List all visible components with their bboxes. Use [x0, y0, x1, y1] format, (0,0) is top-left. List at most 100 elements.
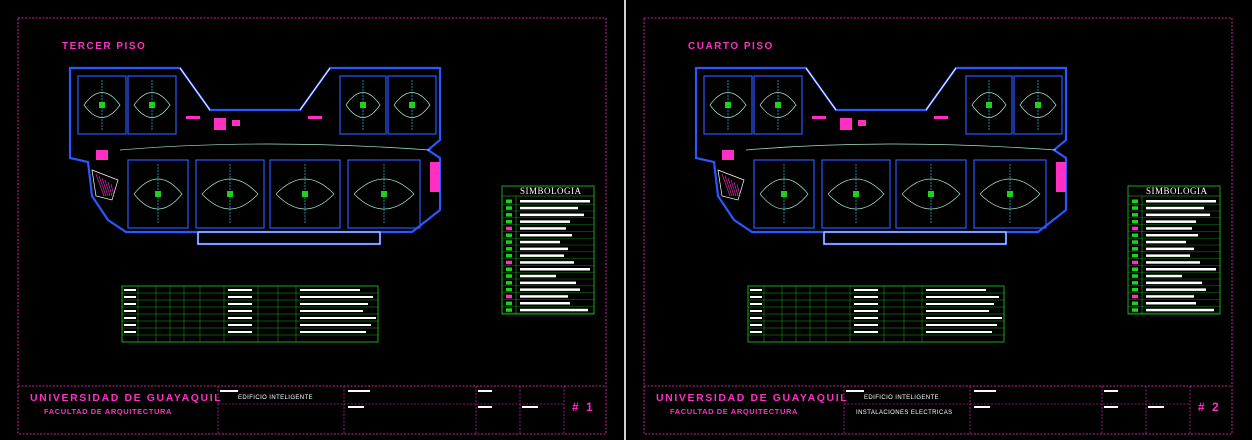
legend-symbol-icon: [506, 233, 512, 237]
room: [195, 159, 265, 229]
legend-symbol-icon: [1132, 267, 1138, 271]
legend-symbol-icon: [1132, 274, 1138, 278]
room: [127, 159, 189, 229]
legend-symbol-icon: [506, 267, 512, 271]
wiring-loop: [971, 92, 1007, 118]
fixture-icon: [1007, 191, 1013, 197]
legend-symbol-icon: [506, 226, 512, 231]
fixture-icon: [360, 102, 366, 108]
legend-symbol-icon: [1132, 281, 1138, 285]
room: [1013, 75, 1063, 135]
fixture-icon: [302, 191, 308, 197]
panel-icon: [232, 120, 240, 126]
legend-symbol-icon: [506, 260, 512, 265]
legend-symbol-icon: [506, 308, 512, 312]
university-name: UNIVERSIDAD DE GUAYAQUIL: [30, 392, 223, 404]
room: [347, 159, 421, 229]
room: [127, 75, 177, 135]
fixture-icon: [381, 191, 387, 197]
legend-symbol-icon: [506, 240, 512, 244]
legend-symbol-icon: [506, 247, 512, 251]
corridor-wiring: [119, 143, 431, 151]
legend-symbol-icon: [1132, 301, 1138, 305]
legend-symbol-icon: [1132, 260, 1138, 265]
fixture-icon: [725, 102, 731, 108]
legend-symbol-icon: [1132, 213, 1138, 217]
room: [973, 159, 1047, 229]
fixture-icon: [775, 102, 781, 108]
wiring-loop: [83, 92, 121, 118]
sheet-border: [17, 17, 607, 435]
fixture-icon: [928, 191, 934, 197]
wiring-loop: [1019, 92, 1057, 118]
panel-icon: [186, 116, 200, 119]
load-schedule-table: [747, 285, 1005, 343]
wiring-loop: [275, 178, 335, 210]
wiring-loop: [901, 178, 961, 210]
panel-icon: [308, 116, 322, 119]
room: [965, 75, 1013, 135]
legend-symbol-icon: [1132, 247, 1138, 251]
fixture-icon: [227, 191, 233, 197]
sheet-divider: [624, 0, 626, 440]
panel-icon: [858, 120, 866, 126]
corridor-wiring: [745, 143, 1057, 151]
fixture-icon: [853, 191, 859, 197]
legend-symbol-icon: [506, 281, 512, 285]
panel-icon: [934, 116, 948, 119]
room: [269, 159, 341, 229]
room: [895, 159, 967, 229]
wiring-loop: [827, 178, 885, 210]
panel-icon: [96, 150, 108, 160]
sheet-number: # 1: [572, 400, 595, 414]
legend-symbol-icon: [1132, 294, 1138, 299]
drawing-subject: INSTALACIONES ELECTRICAS: [856, 410, 953, 416]
panel-icon: [722, 150, 734, 160]
wiring-loop: [709, 92, 747, 118]
panel-icon: [840, 118, 852, 130]
sheet-graphics: [17, 17, 607, 435]
floor-plan: [68, 66, 442, 246]
sheet-number: # 2: [1198, 400, 1221, 414]
drawing-sheet-1: TERCER PISO SIMBOLOGIA UNIVERSIDAD DE GU…: [17, 17, 607, 435]
room: [339, 75, 387, 135]
room: [753, 75, 803, 135]
legend-symbol-icon: [506, 199, 512, 203]
legend-symbol-icon: [506, 219, 512, 224]
project-name: EDIFICIO INTELIGENTE: [864, 395, 940, 401]
legend-symbol-icon: [1132, 253, 1138, 258]
legend-symbol-icon: [506, 294, 512, 299]
wiring-loop: [133, 178, 183, 210]
wiring-loop: [345, 92, 381, 118]
legend-symbol-icon: [1132, 219, 1138, 224]
room: [387, 75, 437, 135]
faculty-name: FACULTAD DE ARQUITECTURA: [670, 407, 799, 416]
stair: [91, 169, 119, 201]
legend-symbol-icon: [1132, 240, 1138, 244]
wiring-loop: [133, 92, 171, 118]
wiring-loop: [393, 92, 431, 118]
legend-symbol-icon: [506, 206, 512, 210]
faculty-name: FACULTAD DE ARQUITECTURA: [44, 407, 173, 416]
fixture-icon: [986, 102, 992, 108]
legend-symbol-icon: [1132, 287, 1138, 292]
fixture-icon: [409, 102, 415, 108]
drawing-sheet-2: CUARTO PISO SIMBOLOGIA UNIVERSIDAD DE GU…: [626, 0, 1252, 440]
wiring-loop: [201, 178, 259, 210]
stair: [717, 169, 745, 201]
legend-symbol-icon: [1132, 308, 1138, 312]
legend-symbol-icon: [1132, 233, 1138, 237]
wiring-loop: [759, 92, 797, 118]
room: [753, 159, 815, 229]
fixture-icon: [155, 191, 161, 197]
wiring-loop: [979, 178, 1041, 210]
fixture-icon: [781, 191, 787, 197]
panel-icon: [430, 162, 440, 192]
legend-symbol-icon: [506, 287, 512, 292]
legend-symbol-icon: [506, 301, 512, 305]
legend-symbol-icon: [1132, 206, 1138, 210]
legend-title: SIMBOLOGIA: [1146, 186, 1208, 196]
fixture-icon: [149, 102, 155, 108]
panel-icon: [214, 118, 226, 130]
fixture-icon: [1035, 102, 1041, 108]
